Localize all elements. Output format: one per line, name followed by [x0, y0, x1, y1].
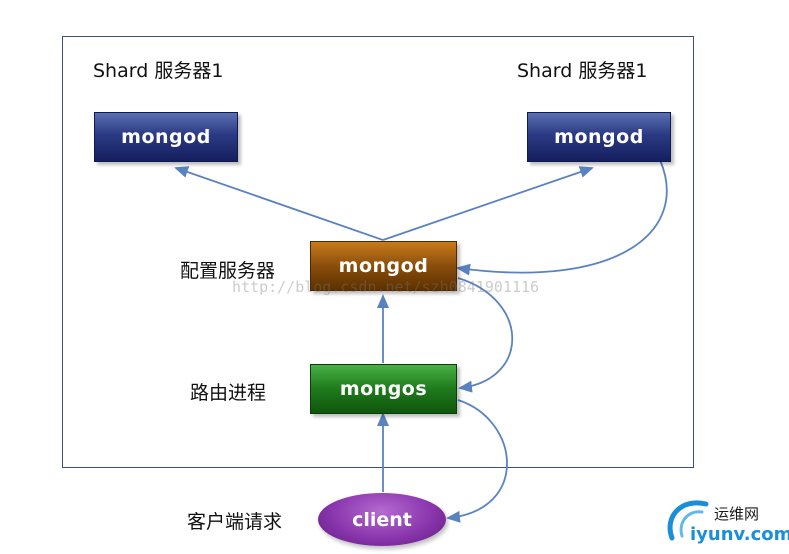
logo-swoosh-icon [667, 500, 709, 541]
shard-right-label: Shard 服务器1 [517, 60, 648, 82]
shard-right-mongod-node: mongod [527, 112, 671, 162]
curve-shard-right-to-config [456, 159, 668, 276]
cluster-frame [62, 36, 694, 468]
router-mongos-node: mongos [310, 364, 457, 414]
config-mongod-node: mongod [310, 241, 457, 291]
arrow-config-to-shard-right [382, 166, 594, 241]
arrow-config-to-shard-left [174, 166, 384, 241]
curve-router-to-client [446, 399, 508, 523]
client-request-label: 客户端请求 [187, 511, 283, 533]
watermark-text: http://blog.csdn.net/szh0841901116 [232, 278, 540, 296]
shard-left-mongod-node: mongod [94, 112, 238, 162]
config-server-label: 配置服务器 [180, 260, 276, 282]
router-process-label: 路由进程 [190, 382, 267, 404]
shard-left-label: Shard 服务器1 [93, 60, 224, 82]
client-node: client [318, 493, 446, 546]
curve-config-to-router [457, 277, 514, 393]
logo-title: 运维网 [714, 505, 760, 523]
logo-domain: iyunv.com [690, 524, 789, 545]
